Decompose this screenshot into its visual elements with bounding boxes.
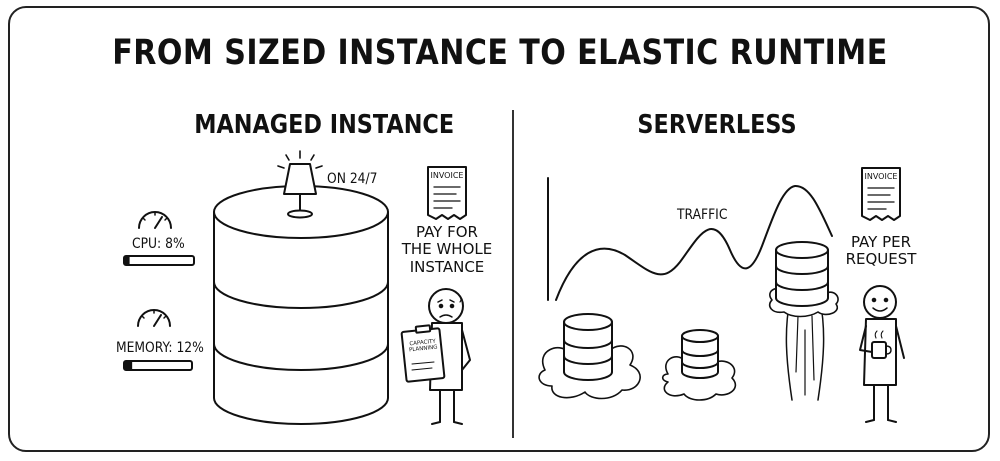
cpu-gauge-icon bbox=[138, 211, 172, 229]
pay-request-line-1: PAY PER bbox=[850, 233, 912, 251]
pay-whole-line-2: THE WHOLE bbox=[401, 240, 493, 259]
stressed-person-figure bbox=[400, 288, 471, 425]
traffic-curve bbox=[555, 184, 833, 301]
pay-request-line-2: REQUEST bbox=[845, 250, 917, 269]
invoice-icon-left bbox=[427, 166, 467, 220]
section-divider bbox=[512, 110, 514, 438]
cpu-usage-label: CPU: 8% bbox=[132, 236, 185, 252]
lamp-on-label: ON 24/7 bbox=[327, 171, 378, 187]
database-cloud-icon-2 bbox=[661, 329, 737, 401]
database-launching-icon bbox=[768, 241, 839, 401]
database-cloud-icon-1 bbox=[538, 313, 641, 400]
memory-usage-bar bbox=[123, 360, 193, 371]
invoice-icon-right bbox=[861, 167, 901, 221]
diagram-title: FROM SIZED INSTANCE TO ELASTIC RUNTIME bbox=[112, 33, 888, 73]
memory-usage-label: MEMORY: 12% bbox=[116, 340, 204, 356]
pay-per-request-label: PAY PER REQUEST bbox=[838, 233, 924, 269]
traffic-label: TRAFFIC bbox=[677, 207, 728, 223]
pay-whole-line-1: PAY FOR bbox=[416, 223, 478, 241]
memory-gauge-icon bbox=[137, 309, 171, 327]
invoice-title-right: INVOICE bbox=[864, 172, 898, 181]
relaxed-person-figure bbox=[859, 285, 905, 423]
lamp-icon bbox=[277, 150, 323, 219]
serverless-heading: SERVERLESS bbox=[637, 110, 797, 140]
managed-instance-heading: MANAGED INSTANCE bbox=[194, 110, 455, 140]
pay-whole-instance-label: PAY FOR THE WHOLE INSTANCE bbox=[400, 223, 494, 276]
diagram-frame bbox=[8, 6, 990, 452]
database-cylinder-large bbox=[213, 185, 389, 425]
cpu-usage-bar bbox=[123, 255, 195, 266]
pay-whole-line-3: INSTANCE bbox=[409, 257, 485, 276]
traffic-chart bbox=[547, 177, 833, 301]
invoice-title-left: INVOICE bbox=[430, 171, 464, 180]
